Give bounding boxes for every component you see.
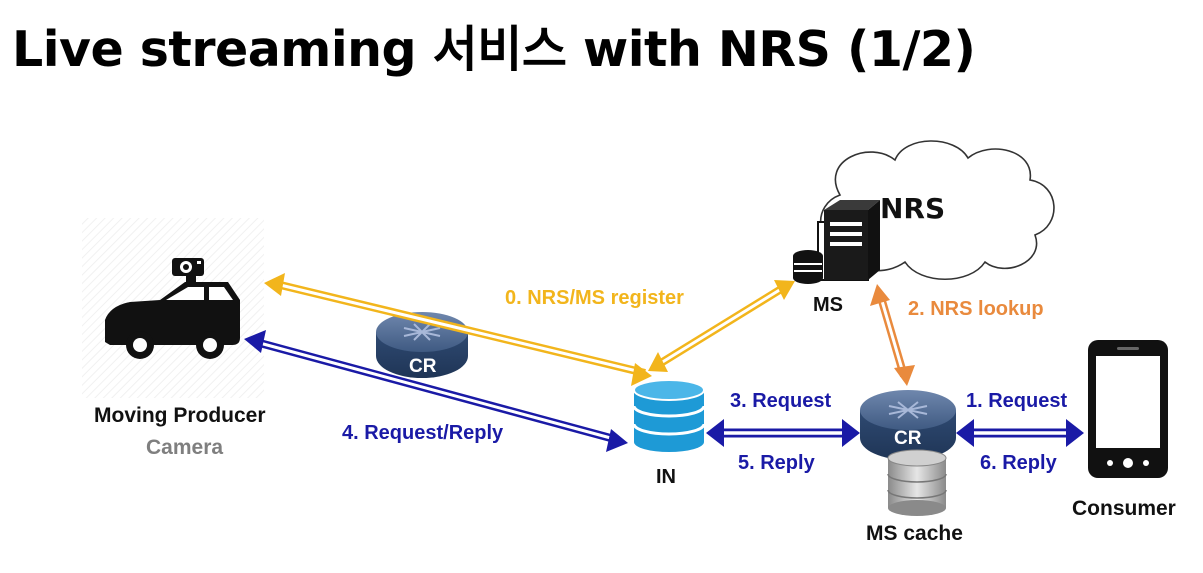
request-reply-arrow xyxy=(244,330,628,452)
in-router-arrow xyxy=(706,419,860,447)
router-right-icon xyxy=(860,390,956,460)
router-right-label: CR xyxy=(894,428,922,449)
lookup-arrow xyxy=(870,284,915,386)
lookup-label: 2. NRS lookup xyxy=(908,298,1044,320)
router-consumer-arrow xyxy=(956,419,1084,447)
producer-sublabel: Camera xyxy=(146,436,224,459)
car-icon xyxy=(105,258,240,359)
register-label: 0. NRS/MS register xyxy=(505,287,684,309)
producer-label: Moving Producer xyxy=(94,404,266,427)
ms-cache-label: MS cache xyxy=(866,522,963,545)
smartphone-icon xyxy=(1088,340,1168,478)
request-consumer-label: 1. Request xyxy=(966,390,1068,412)
ms-server-icon xyxy=(793,200,880,284)
reply-consumer-label: 6. Reply xyxy=(980,452,1057,474)
register-arrow-car xyxy=(264,273,652,386)
consumer-label: Consumer xyxy=(1072,497,1176,520)
page-title: Live streaming 서비스 with NRS (1/2) xyxy=(12,21,976,78)
request-in-label: 3. Request xyxy=(730,390,832,412)
nrs-label: NRS xyxy=(880,192,946,225)
in-label: IN xyxy=(656,466,676,488)
router-left-label: CR xyxy=(409,356,437,377)
in-database-icon xyxy=(632,379,706,452)
ms-cache-icon xyxy=(887,449,947,516)
reply-in-label: 5. Reply xyxy=(738,452,815,474)
register-arrow-ms xyxy=(648,280,795,372)
ms-label: MS xyxy=(813,294,843,316)
request-reply-label: 4. Request/Reply xyxy=(342,422,504,444)
